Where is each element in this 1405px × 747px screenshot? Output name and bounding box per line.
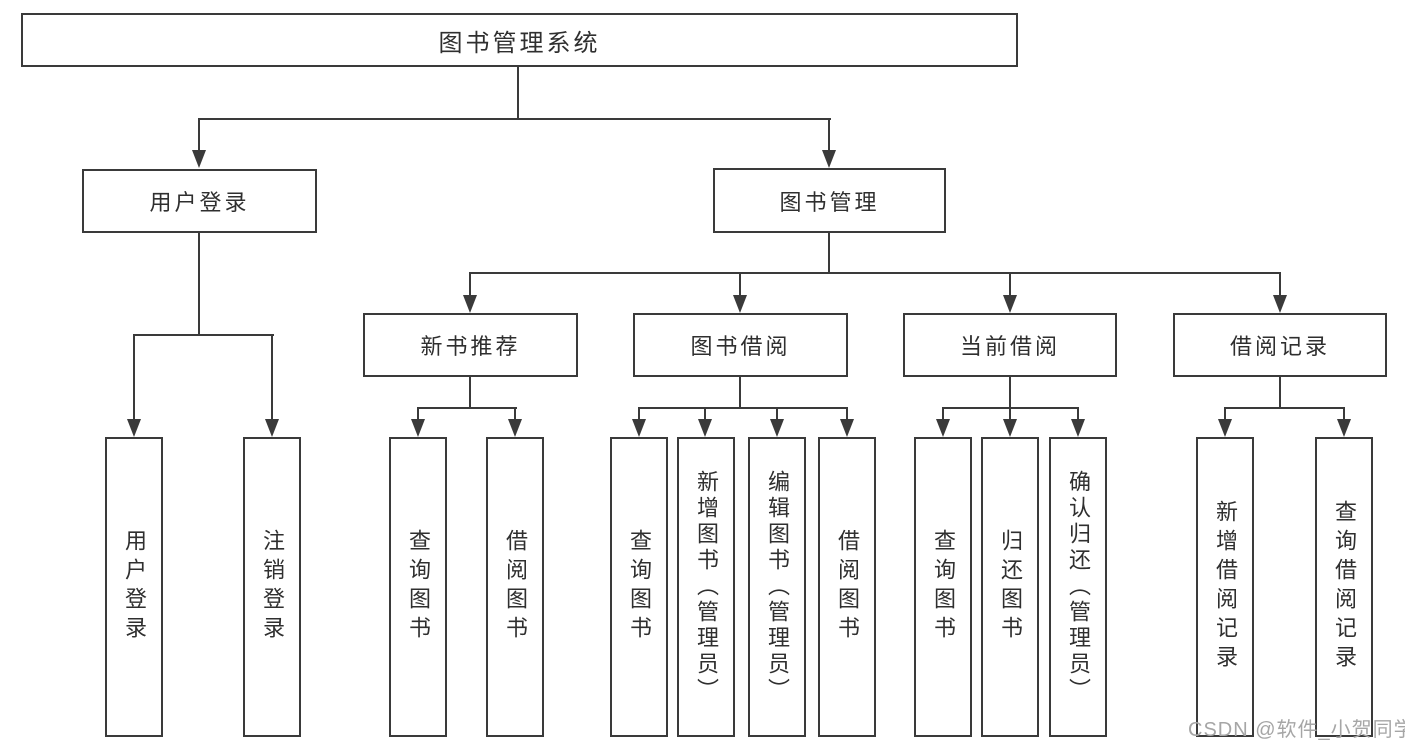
connector-leaf-shaft bbox=[417, 407, 419, 419]
csdn-watermark: CSDN @软件_小贺同学 bbox=[1188, 719, 1405, 741]
connector-level3-shaft bbox=[469, 272, 471, 295]
arrowhead-leaf bbox=[770, 419, 784, 437]
leaf-add-books-admin: 新增图书（管理员） bbox=[677, 437, 735, 737]
arrowhead-new-book bbox=[463, 295, 477, 313]
arrowhead-borrow-records bbox=[1273, 295, 1287, 313]
connector-stem bbox=[1009, 377, 1011, 407]
connector-level3-shaft bbox=[1279, 272, 1281, 295]
arrowhead-book-mgmt bbox=[822, 150, 836, 168]
leaf-borrow-books: 借阅图书 bbox=[818, 437, 876, 737]
connector-stem bbox=[469, 377, 471, 407]
connector-leaf-shaft bbox=[1343, 407, 1345, 419]
connector-rail bbox=[417, 407, 517, 409]
connector-leaf-shaft bbox=[1009, 407, 1011, 419]
arrowhead-leaf bbox=[508, 419, 522, 437]
leaf-borrow-books-recommend: 借阅图书 bbox=[486, 437, 544, 737]
connector-leaf-shaft bbox=[1077, 407, 1079, 419]
connector-leaf-shaft bbox=[846, 407, 848, 419]
connector-leaf-shaft bbox=[133, 334, 135, 419]
node-current-borrowing: 当前借阅 bbox=[903, 313, 1117, 377]
connector-leaf-shaft bbox=[271, 334, 273, 419]
connector-level3-shaft bbox=[739, 272, 741, 295]
arrowhead-leaf bbox=[127, 419, 141, 437]
arrowhead-leaf bbox=[698, 419, 712, 437]
leaf-query-books-borrowing: 查询图书 bbox=[610, 437, 668, 737]
leaf-query-books-current: 查询图书 bbox=[914, 437, 972, 737]
connector-book-mgmt-stem bbox=[828, 233, 830, 272]
connector-rail bbox=[1224, 407, 1345, 409]
arrowhead-leaf bbox=[411, 419, 425, 437]
arrowhead-leaf bbox=[1337, 419, 1351, 437]
connector-level3-shaft bbox=[1009, 272, 1011, 295]
connector-stem bbox=[739, 377, 741, 407]
connector-stem bbox=[1279, 377, 1281, 407]
connector-leaf-shaft bbox=[776, 407, 778, 419]
leaf-edit-books-admin: 编辑图书（管理员） bbox=[748, 437, 806, 737]
leaf-confirm-return-admin: 确认归还（管理员） bbox=[1049, 437, 1107, 737]
connector-rail bbox=[638, 407, 848, 409]
arrowhead-user-login bbox=[192, 150, 206, 168]
node-library-management-system: 图书管理系统 bbox=[21, 13, 1018, 67]
arrowhead-leaf bbox=[1071, 419, 1085, 437]
leaf-add-borrow-record: 新增借阅记录 bbox=[1196, 437, 1254, 737]
node-user-login: 用户登录 bbox=[82, 169, 317, 233]
connector-user-login-rail bbox=[133, 334, 274, 336]
arrowhead-leaf bbox=[265, 419, 279, 437]
connector-leaf-shaft bbox=[942, 407, 944, 419]
arrowhead-book-borrow bbox=[733, 295, 747, 313]
node-book-borrowing: 图书借阅 bbox=[633, 313, 848, 377]
arrowhead-leaf bbox=[1218, 419, 1232, 437]
arrowhead-leaf bbox=[1003, 419, 1017, 437]
leaf-query-borrow-record: 查询借阅记录 bbox=[1315, 437, 1373, 737]
node-borrowing-records: 借阅记录 bbox=[1173, 313, 1387, 377]
arrowhead-leaf bbox=[632, 419, 646, 437]
leaf-user-login: 用户登录 bbox=[105, 437, 163, 737]
connector-root-stem bbox=[517, 67, 519, 118]
connector-level3-rail bbox=[469, 272, 1281, 274]
node-book-management: 图书管理 bbox=[713, 168, 946, 233]
connector-leaf-shaft bbox=[1224, 407, 1226, 419]
arrowhead-leaf bbox=[936, 419, 950, 437]
arrowhead-current-borrow bbox=[1003, 295, 1017, 313]
connector-user-login-stem bbox=[198, 233, 200, 334]
leaf-return-books: 归还图书 bbox=[981, 437, 1039, 737]
leaf-logout: 注销登录 bbox=[243, 437, 301, 737]
node-new-book-recommendation: 新书推荐 bbox=[363, 313, 578, 377]
connector-user-login-shaft bbox=[198, 118, 200, 150]
connector-leaf-shaft bbox=[638, 407, 640, 419]
connector-leaf-shaft bbox=[704, 407, 706, 419]
connector-level2-rail bbox=[198, 118, 831, 120]
connector-leaf-shaft bbox=[514, 407, 516, 419]
connector-book-mgmt-shaft bbox=[828, 118, 830, 150]
arrowhead-leaf bbox=[840, 419, 854, 437]
leaf-query-books-recommend: 查询图书 bbox=[389, 437, 447, 737]
